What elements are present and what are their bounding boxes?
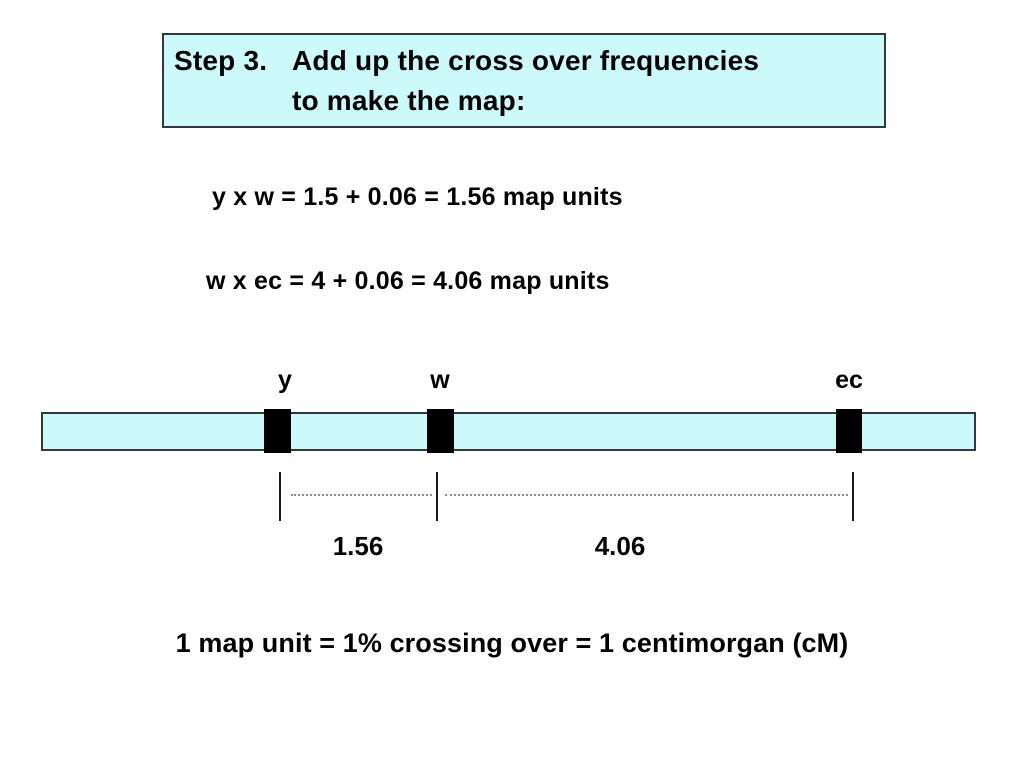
distance-span-y-w xyxy=(291,494,432,498)
distance-tick-w xyxy=(436,472,438,521)
chromosome-bar xyxy=(41,412,976,451)
locus-label-w: w xyxy=(430,366,450,394)
locus-marker-w xyxy=(427,409,454,453)
locus-marker-ec xyxy=(836,409,862,453)
step-title-text: Step 3. Add up the cross over frequencies… xyxy=(174,41,874,121)
step-title-line-1: Step 3. Add up the cross over frequencies xyxy=(174,41,874,81)
step-title-line-2: to make the map: xyxy=(292,85,526,116)
map-unit-definition: 1 map unit = 1% crossing over = 1 centim… xyxy=(175,628,849,658)
distance-value-w-ec: 4.06 xyxy=(594,531,646,561)
distance-tick-ec xyxy=(852,472,854,521)
step-title-box: Step 3. Add up the cross over frequencies… xyxy=(162,33,886,128)
distance-span-w-ec xyxy=(445,494,848,498)
locus-label-ec: ec xyxy=(835,366,863,394)
distance-value-y-w: 1.56 xyxy=(332,531,384,561)
step-title-line-1-text: Add up the cross over frequencies xyxy=(292,45,760,76)
distance-tick-y xyxy=(279,472,281,521)
equation-y-w: y x w = 1.5 + 0.06 = 1.56 map units xyxy=(212,183,623,211)
equation-w-ec: w x ec = 4 + 0.06 = 4.06 map units xyxy=(206,267,610,295)
locus-label-y: y xyxy=(278,366,292,394)
step-number-label: Step 3. xyxy=(174,45,268,76)
locus-marker-y xyxy=(264,409,291,453)
